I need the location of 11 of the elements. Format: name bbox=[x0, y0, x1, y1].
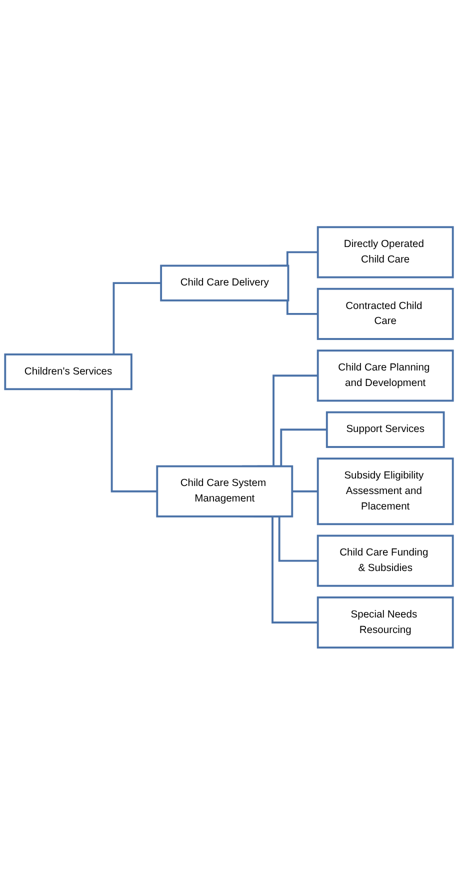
node-box: Child Care System Management bbox=[156, 464, 294, 518]
node-box: Children's Services bbox=[4, 353, 132, 390]
node-box: Directly Operated Child Care bbox=[316, 226, 454, 278]
connector bbox=[292, 490, 318, 492]
node-box: Child Care Planning and Development bbox=[316, 349, 454, 402]
node-box: Child Care Funding & Subsidies bbox=[316, 534, 454, 586]
node-box: Subsidy Eligibility Assessment and Placement bbox=[316, 457, 454, 525]
node-box: Special Needs Resourcing bbox=[316, 596, 454, 648]
node-box: Support Services bbox=[326, 410, 445, 448]
node-box: Contracted Child Care bbox=[316, 288, 454, 340]
node-box: Child Care Delivery bbox=[160, 264, 290, 302]
